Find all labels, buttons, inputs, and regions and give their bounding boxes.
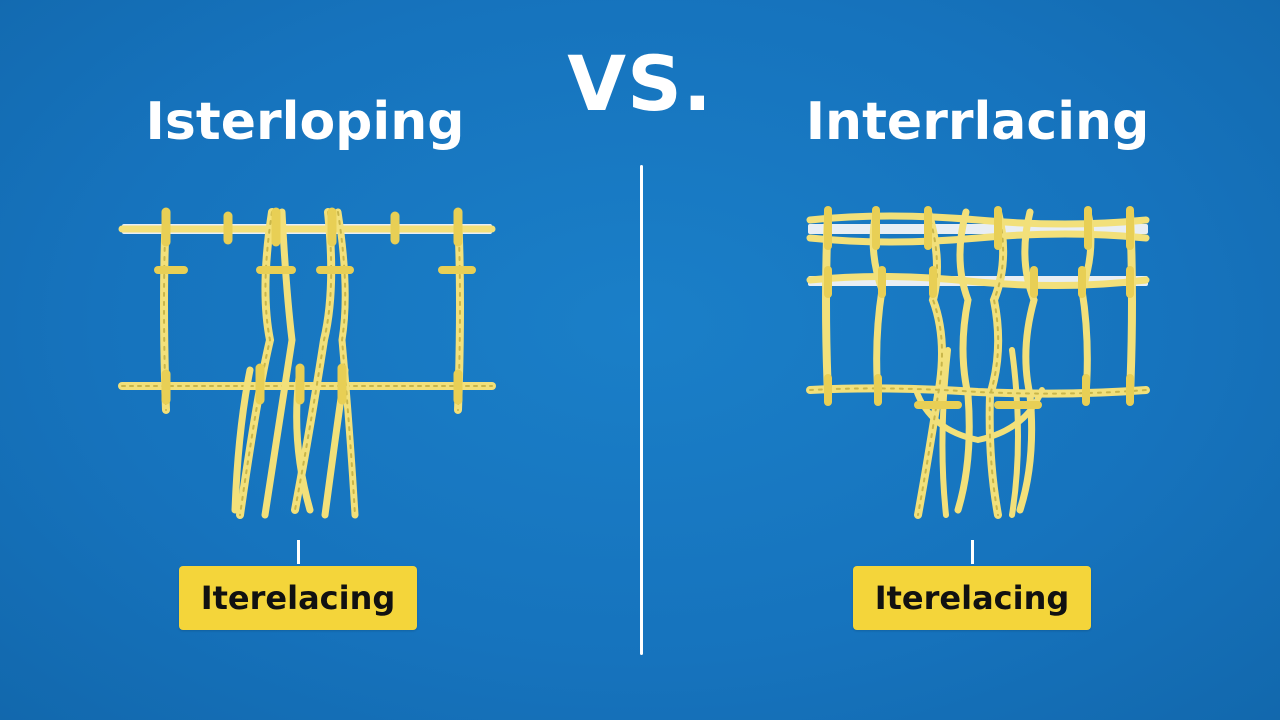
left-loop-4 [334, 208, 359, 519]
left-caption-label: Iterelacing [179, 566, 417, 630]
center-divider [640, 165, 643, 655]
right-yarn-row-2 [806, 230, 1150, 246]
left-label-connector [297, 540, 300, 564]
left-loop-2 [261, 208, 296, 519]
left-panel-title: Isterloping [145, 92, 465, 152]
vs-heading: VS. [567, 39, 713, 128]
left-yarn-diagram [118, 207, 496, 519]
right-label-connector [971, 540, 974, 564]
right-yarn-row-4 [806, 384, 1150, 398]
right-yarn-diagram [806, 206, 1150, 519]
right-panel-title: Interrlacing [805, 92, 1150, 152]
left-loop-7 [231, 366, 254, 514]
right-yarn-row-1 [806, 212, 1150, 228]
right-yarn-row-3 [806, 272, 1150, 290]
right-caption-label: Iterelacing [853, 566, 1091, 630]
